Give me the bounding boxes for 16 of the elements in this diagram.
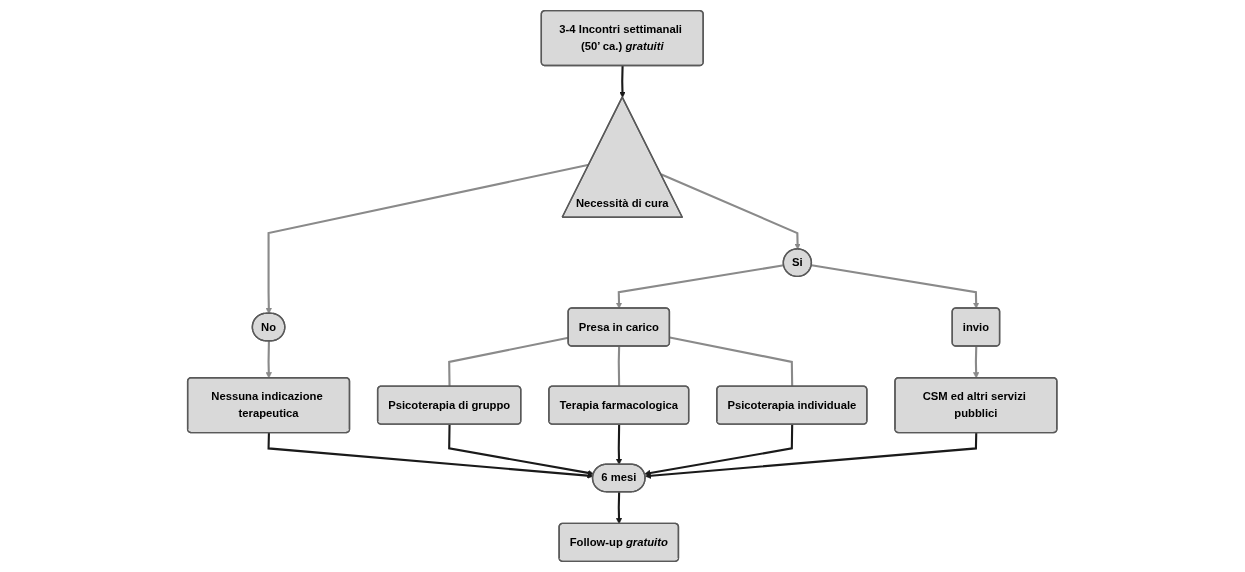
arrow xyxy=(616,264,785,309)
arrow xyxy=(267,432,594,479)
arrow xyxy=(619,65,626,98)
arrow xyxy=(645,432,978,479)
connector xyxy=(448,336,569,387)
arrow xyxy=(616,492,623,524)
arrow xyxy=(644,424,794,477)
arrow xyxy=(660,173,801,250)
arrow xyxy=(616,424,623,465)
arrow xyxy=(265,341,273,379)
arrow xyxy=(448,424,595,476)
arrow xyxy=(811,264,980,309)
arrow xyxy=(266,163,590,314)
arrow xyxy=(973,346,980,379)
connector xyxy=(669,336,794,387)
connector xyxy=(618,346,621,387)
